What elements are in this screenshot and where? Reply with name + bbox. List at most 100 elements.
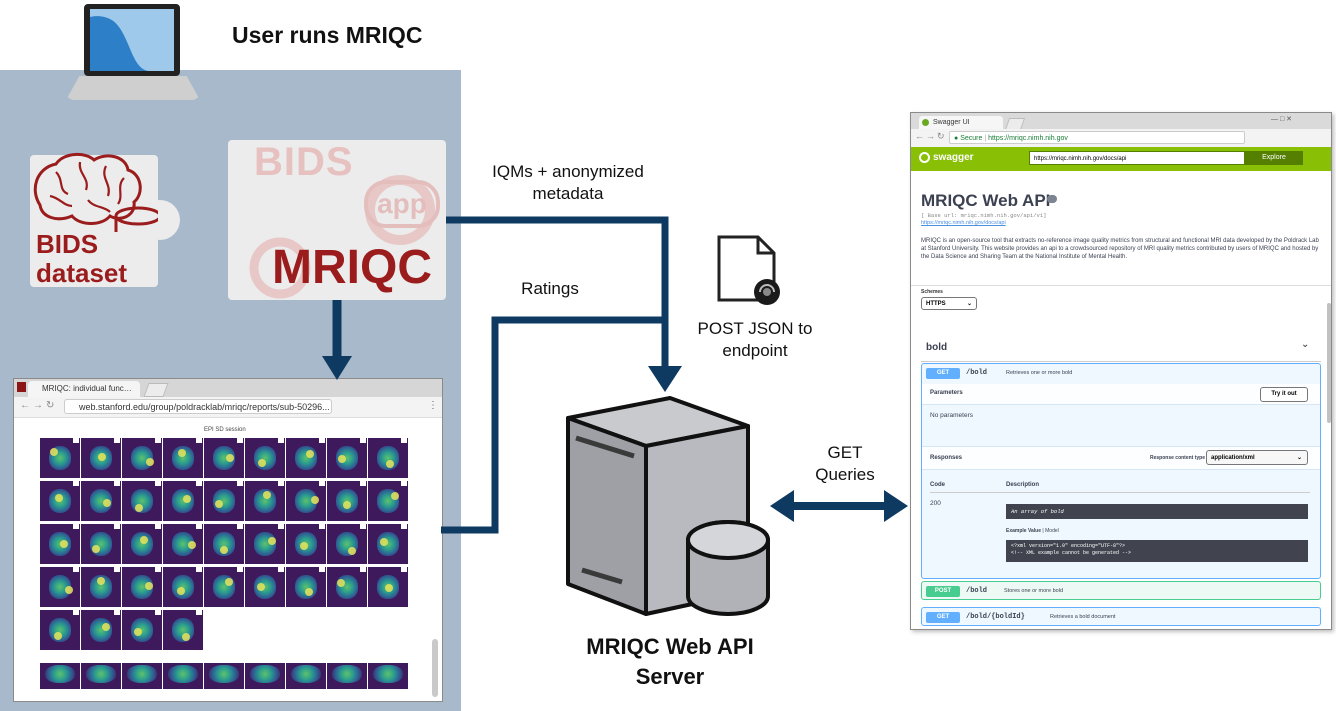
model-tab[interactable]: Model [1045,528,1059,534]
chevron-down-icon[interactable]: ⌄ [1301,339,1310,350]
slice-hotspot [103,499,111,507]
slice-hotspot [337,579,345,587]
report-heading: EPI SD session [204,427,246,433]
slice-hotspot [391,492,399,500]
slice-index-tag [196,438,202,443]
slice-hotspot [178,449,186,457]
slice-index-tag [114,567,120,572]
slice-index-tag [401,481,407,486]
brain-slice [327,481,367,521]
brain-slice [40,481,80,521]
browser-tab[interactable]: MRIQC: individual func… [28,381,140,397]
slice-signal [127,665,157,683]
docs-link[interactable]: https://mriqc.nimh.nih.gov/docs/api [921,220,1006,226]
slice-index-tag [237,567,243,572]
post-json-label: POST JSON to endpoint [697,319,813,360]
laptop-display [90,9,174,71]
operation-post-bold[interactable]: POST /bold Stores one or more bold [921,581,1321,600]
api-title: MRIQC Web API [921,191,1051,210]
try-it-out-button[interactable]: Try it out [1260,387,1308,402]
tab-separator: | [1042,528,1046,534]
column-divider [930,492,1310,493]
slice-signal [90,489,112,513]
get-queries-label: GET Queries [815,443,875,484]
example-tabs: Example Value | Model [1006,528,1059,534]
brain-slice [81,610,121,650]
scrollbar[interactable] [432,639,438,697]
brain-slice [327,524,367,564]
brain-slice [40,567,80,607]
operation-get-bold-id[interactable]: GET /bold/{boldId} Retrieves a bold docu… [921,607,1321,626]
brain-slice [81,567,121,607]
api-url-input[interactable]: https://mriqc.nimh.nih.gov/docs/api [1029,151,1245,165]
slice-index-tag [155,567,161,572]
mriqc-app-piece [228,140,446,300]
slice-signal [209,665,239,683]
base-url: [ Base url: mriqc.nimh.nih.gov/api/v1] [921,212,1047,219]
slice-index-tag [319,524,325,529]
slice-index-tag [278,438,284,443]
operation-summary: Retrieves a bold document [1050,614,1116,620]
nav-arrows-icon[interactable]: ←→↻ [20,400,58,411]
address-bar-url: https://mriqc.nimh.nih.gov [988,135,1068,142]
get-arrow-left-head [770,490,794,522]
brain-slice [204,438,244,478]
window-controls-icon[interactable]: — □ ✕ [1271,116,1292,123]
slice-index-tag [114,481,120,486]
address-bar-url: web.stanford.edu/group/poldracklab/mriqc… [79,402,330,412]
address-bar[interactable]: web.stanford.edu/group/poldracklab/mriqc… [64,399,332,414]
brain-slice [122,481,162,521]
brain-slice [204,524,244,564]
slice-hotspot [343,501,351,509]
operation-get-bold[interactable]: GET /bold Retrieves one or more bold Par… [921,363,1321,579]
brain-slice [245,567,285,607]
example-value-tab[interactable]: Example Value [1006,528,1042,534]
slice-signal [336,446,358,470]
slice-signal [131,618,153,642]
slice-hotspot [50,448,58,456]
slice-index-tag [401,524,407,529]
version-badge [1047,195,1057,203]
brain-slice [122,524,162,564]
slice-hotspot [92,545,100,553]
explore-button[interactable]: Explore [1245,151,1303,165]
content-type-select[interactable]: application/xml ⌄ [1206,450,1308,465]
brain-slice [286,567,326,607]
slice-hotspot [135,504,143,512]
slice-index-tag [360,438,366,443]
slice-index-tag [155,481,161,486]
slice-index-tag [237,481,243,486]
operation-summary: Stores one or more bold [1004,588,1064,594]
slice-hotspot [300,542,308,550]
brain-slice [245,481,285,521]
get-arrow-right-head [884,490,908,522]
kebab-menu-icon[interactable]: ⋮ [428,400,438,411]
chevron-down-icon: ⌄ [1296,455,1302,461]
slice-index-tag [401,438,407,443]
slice-hotspot [65,586,73,594]
puzzle-knob [140,200,180,240]
brain-slice [368,663,408,689]
brain-slice [204,567,244,607]
slice-hotspot [380,538,388,546]
brain-slice [122,567,162,607]
brain-slice [368,524,408,564]
slice-hotspot [306,450,314,458]
address-bar[interactable]: ● Secure | https://mriqc.nimh.nih.gov [949,131,1245,144]
slice-signal [90,575,112,599]
tag-bold[interactable]: bold [926,342,948,353]
slice-hotspot [305,588,313,596]
brain-slice [327,663,367,689]
no-parameters: No parameters [930,412,973,419]
slice-hotspot [97,577,105,585]
slice-index-tag [237,524,243,529]
slice-hotspot [145,582,153,590]
slice-signal [250,665,280,683]
nav-arrows-icon[interactable]: ←→↻ [915,131,947,141]
brain-slice [204,481,244,521]
browser-tab[interactable]: Swagger UI [919,116,1003,129]
slice-index-tag [319,567,325,572]
scrollbar[interactable] [1327,303,1331,423]
schemes-select[interactable]: HTTPS ⌄ [921,297,977,310]
